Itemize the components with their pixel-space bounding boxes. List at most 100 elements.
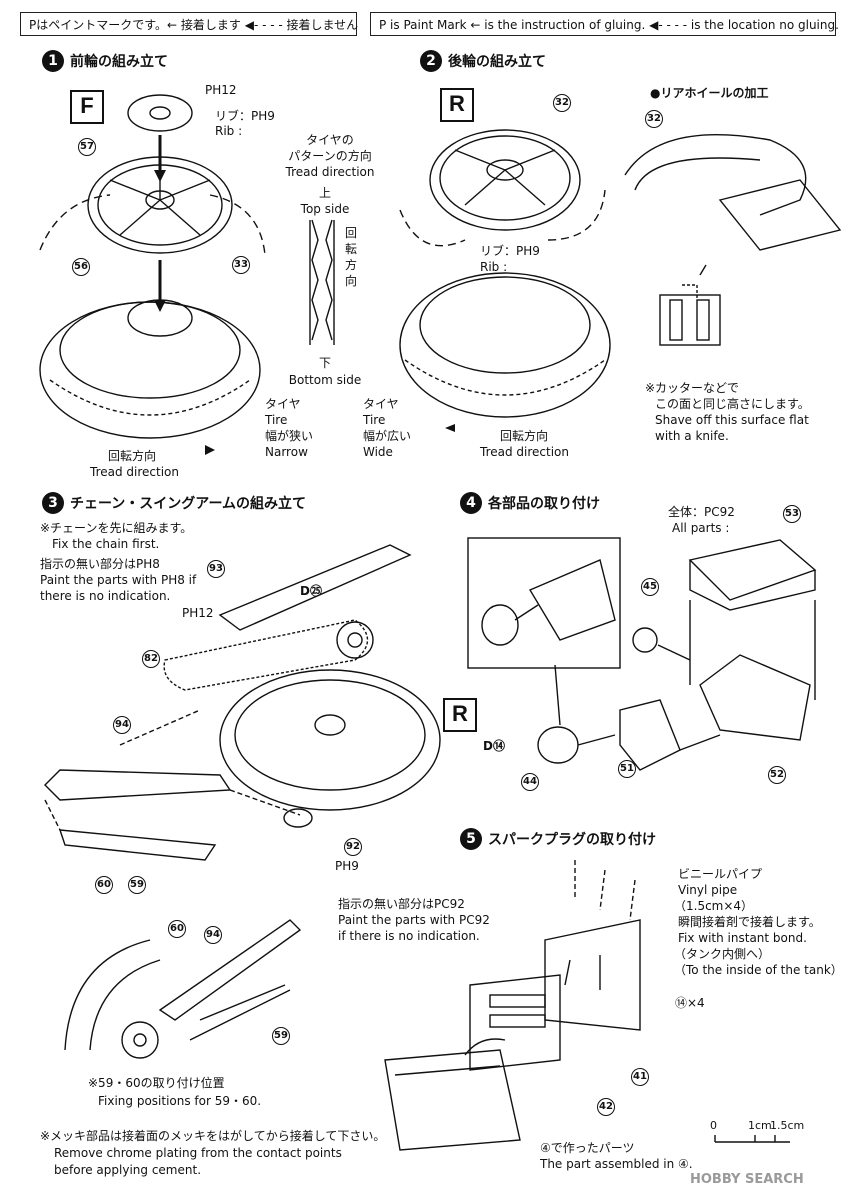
tank-jp: （タンク内側へ）	[674, 947, 771, 961]
cut-en2: with a knife.	[655, 429, 729, 443]
step4-heading: 4 各部品の取り付け	[460, 492, 600, 514]
scale-zero: 0	[710, 1119, 717, 1132]
scale-bar	[714, 1135, 790, 1143]
spark-plug-drawing	[384, 860, 641, 1151]
chrome-en2: before applying cement.	[54, 1163, 202, 1177]
part-60: 60	[95, 876, 113, 894]
chrome-jp: ※メッキ部品は接着面のメッキをはがしてから接着して下さい。	[40, 1129, 386, 1143]
part-33: 33	[232, 256, 250, 274]
top-en: Top side	[300, 202, 350, 216]
cut-jp2: この面と同じ高さにします。	[655, 397, 810, 411]
part-42: 42	[597, 1098, 615, 1116]
parts-assembly-drawing	[467, 537, 817, 771]
step3-ph9: PH9	[335, 859, 359, 873]
fix-en: Fixing positions for 59・60.	[98, 1094, 262, 1108]
step3-note1-jp: ※チェーンを先に組みます。	[40, 521, 193, 535]
step5-number: 5	[460, 828, 482, 850]
step3-heading: 3 チェーン・スイングアームの組み立て	[42, 492, 306, 514]
step2-rib-en: Rib :	[480, 260, 508, 274]
step2-rib-jp: リブ：PH9	[480, 244, 540, 258]
tread-pattern-drawing	[309, 219, 335, 345]
step3-title: チェーン・スイングアームの組み立て	[70, 496, 307, 512]
rotation-jp-vertical: 回転方向	[345, 226, 358, 288]
part-82: 82	[142, 650, 160, 668]
step3-note2-en2: there is no indication.	[40, 589, 171, 603]
narrow-en: Narrow	[265, 445, 308, 459]
step5-heading: 5 スパークプラグの取り付け	[460, 828, 656, 850]
part-94-b: 94	[204, 926, 222, 944]
step4-number: 4	[460, 492, 482, 514]
step1-number: 1	[42, 50, 64, 72]
legend-jp: Pはペイントマークです。← 接着します ◀- - - - 接着しません	[20, 12, 358, 36]
step3-paint-d: D㉕	[300, 584, 322, 598]
part-59-b: 59	[272, 1027, 290, 1045]
step4-all-jp: 全体：PC92	[668, 505, 735, 519]
wide-jp: 幅が広い	[363, 429, 412, 443]
step4-title: 各部品の取り付け	[488, 496, 600, 512]
part-94: 94	[113, 716, 131, 734]
step5-title: スパークプラグの取り付け	[488, 832, 656, 848]
bottom-en: Bottom side	[288, 373, 362, 387]
part-56: 56	[72, 258, 90, 276]
plug-x4: ⑭×4	[675, 996, 705, 1010]
step2-rot-jp: 回転方向	[500, 429, 549, 443]
watermark: HOBBY SEARCH	[690, 1172, 804, 1187]
fix-jp: ※59・60の取り付け位置	[88, 1076, 225, 1090]
part-51: 51	[618, 760, 636, 778]
step1-paint-top: PH12	[205, 83, 237, 97]
rot2-en: Tread direction	[90, 465, 179, 479]
part-93: 93	[207, 560, 225, 578]
part-44: 44	[521, 773, 539, 791]
bottom-jp: 下	[318, 356, 331, 370]
part-53: 53	[783, 505, 801, 523]
cut-jp1: ※カッターなどで	[645, 381, 739, 395]
part-57: 57	[78, 138, 96, 156]
step2-title: 後輪の組み立て	[448, 54, 546, 70]
made-en: The part assembled in ④.	[540, 1157, 693, 1171]
step2-number: 2	[420, 50, 442, 72]
bond-en: Fix with instant bond.	[678, 931, 807, 945]
vinyl-size: （1.5cm×4）	[674, 899, 754, 913]
step2-heading: 2 後輪の組み立て	[420, 50, 546, 72]
step3-note1-en: Fix the chain first.	[52, 537, 160, 551]
step1-title: 前輪の組み立て	[70, 54, 168, 70]
bond-jp: 瞬間接着剤で接着します。	[678, 915, 821, 929]
step1-rib-en: Rib :	[215, 124, 243, 138]
top-jp: 上	[318, 186, 331, 200]
part-60-b: 60	[168, 920, 186, 938]
wide-en: Wide	[363, 445, 393, 459]
scale-1-5cm: 1.5cm	[770, 1119, 805, 1132]
step3-paint-ph12: PH12	[182, 606, 214, 620]
made-jp: ④で作ったパーツ	[540, 1141, 635, 1155]
swingarm-detail-drawing	[64, 919, 302, 1059]
part-52: 52	[768, 766, 786, 784]
step2-tire-jp: タイヤ	[363, 397, 399, 411]
front-letter-box: F	[70, 90, 104, 124]
step4-note-jp: 指示の無い部分はPC92	[338, 897, 465, 911]
tire-jp: タイヤ	[265, 397, 301, 411]
front-wheel-drawing	[39, 94, 266, 439]
tread-jp1: タイヤの	[306, 133, 354, 147]
rear-letter-box: R	[440, 88, 474, 122]
step1-rib-jp: リブ：PH9	[215, 109, 275, 123]
step4-note-en2: if there is no indication.	[338, 929, 480, 943]
part-32-b: 32	[645, 110, 663, 128]
rear-wheel-drawing	[399, 129, 611, 418]
scale-1cm: 1cm	[748, 1119, 772, 1132]
step3-note2-en1: Paint the parts with PH8 if	[40, 573, 197, 587]
rot2-jp: 回転方向	[108, 449, 157, 463]
part-45: 45	[641, 578, 659, 596]
rear-wheel-title: ●リアホイールの加工	[650, 86, 769, 100]
part-92: 92	[344, 838, 362, 856]
step2-rot-en: Tread direction	[480, 445, 569, 459]
step3-rear-letter: R	[443, 698, 477, 732]
step3-note2-jp: 指示の無い部分はPH8	[40, 557, 160, 571]
step4-note-en1: Paint the parts with PC92	[338, 913, 490, 927]
tire-en: Tire	[265, 413, 288, 427]
tread-en: Tread direction	[285, 165, 375, 179]
step1-heading: 1 前輪の組み立て	[42, 50, 168, 72]
legend-en: P is Paint Mark ← is the instruction of …	[370, 12, 839, 36]
vinyl-en: Vinyl pipe	[678, 883, 738, 897]
part-32: 32	[553, 94, 571, 112]
